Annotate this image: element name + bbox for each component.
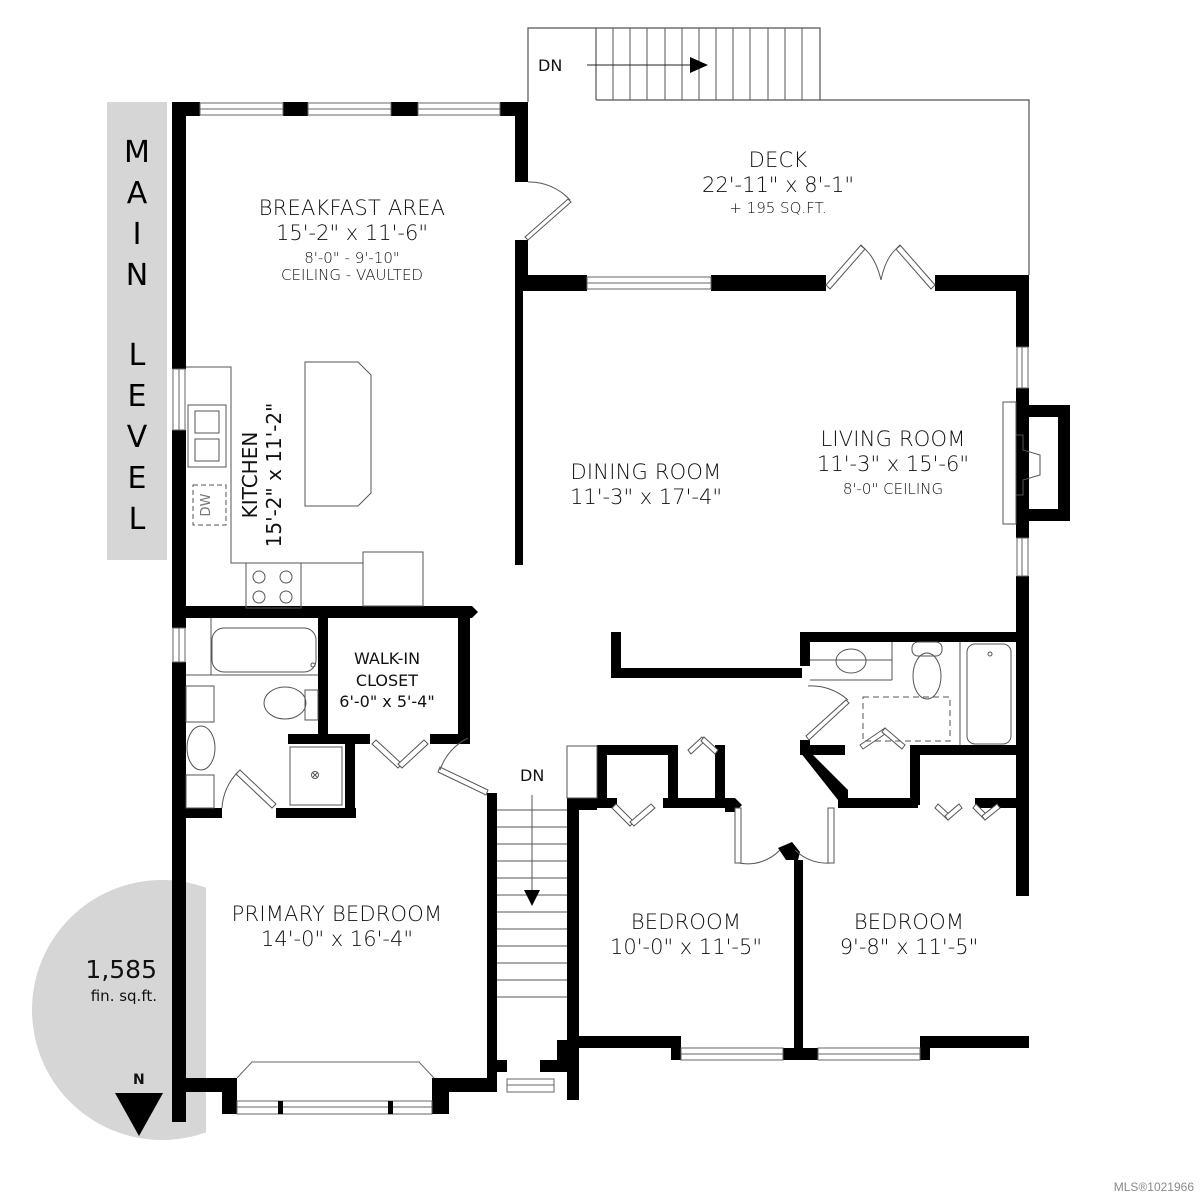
level-letter: M [124,135,150,170]
room-ceiling-type: CEILING - VAULTED [281,266,423,285]
mls-watermark: MLS®1021966 [1113,1180,1194,1194]
room-dims: 11'-3" x 17'-4" [570,484,722,509]
shower-drain-icon [311,771,319,779]
deck-outline [527,27,1030,275]
room-name: DINING ROOM [570,460,722,484]
room-dims: 22'-11" x 8'-1" [702,172,854,197]
room-breakfast-area: BREAKFAST AREA 15'-2" x 11'-6" 8'-0" - 9… [259,196,446,285]
north-label: N [133,1072,145,1088]
bay-window-seat [236,1061,435,1079]
room-dims: 10'-0" x 11'-5" [610,934,762,959]
room-primary-bedroom: PRIMARY BEDROOM 14'-0" x 16'-4" [232,902,443,952]
room-walkin-closet: WALK-IN CLOSET 6'-0" x 5'-4" [339,648,434,713]
room-name: PRIMARY BEDROOM [231,902,443,926]
level-letter: I [132,217,142,252]
north-arrow-icon [115,1093,163,1136]
level-letter: N [125,258,149,293]
finished-sqft-value: 1,585 [85,955,157,984]
room-dims: 15'-2" x 11'-2" [262,402,286,548]
level-letter: E [127,379,147,414]
room-dims: 6'-0" x 5'-4" [339,692,435,712]
interior-stairs [497,795,567,998]
room-dims: 15'-2" x 11'-6" [276,220,428,245]
room-living: LIVING ROOM 11'-3" x 15'-6" 8'-0" CEILIN… [817,427,969,498]
level-letter: L [128,338,146,373]
kitchen-fixtures [185,361,1041,809]
room-name: LIVING ROOM [820,427,966,451]
interior-stair-arrow-icon [524,890,540,906]
room-kitchen: KITCHEN 15'-2" x 11'-2" [238,403,286,548]
level-letter: A [126,176,148,211]
room-name: DECK [748,148,808,172]
windows [172,102,1029,1115]
room-name: BEDROOM [630,910,742,934]
room-dims: 14'-0" x 16'-4" [261,926,413,951]
room-area-extra: + 195 SQ.FT. [729,198,827,217]
room-name: KITCHEN [238,431,262,519]
deck-stairs-down-label: DN [538,56,563,75]
room-name: BEDROOM [853,910,965,934]
deck-stair-arrow-icon [690,57,708,73]
walls [172,102,1070,1122]
room-ceiling-height: 8'-0" - 9'-10" [304,248,400,267]
level-letter: E [127,461,147,496]
finished-sqft-unit: fin. sq.ft. [90,987,157,1005]
room-deck: DECK 22'-11" x 8'-1" + 195 SQ.FT. [702,148,854,217]
level-letter: V [126,420,148,455]
room-dims: 11'-3" x 15'-6" [817,451,969,476]
room-name-line1: WALK-IN [353,649,421,668]
level-letter: L [128,502,146,537]
window-mullions [278,1101,393,1114]
level-band [107,102,167,560]
room-ceiling: 8'-0" CEILING [842,479,944,498]
interior-stairs-down-label: DN [520,766,545,785]
room-dims: 9'-8" x 11'-5" [839,934,979,959]
room-dining: DINING ROOM 11'-3" x 17'-4" [570,460,722,510]
room-name-line2: CLOSET [355,670,419,690]
room-bedroom-2: BEDROOM 10'-0" x 11'-5" [610,910,762,960]
room-bedroom-3: BEDROOM 9'-8" x 11'-5" [840,910,979,960]
room-name: BREAKFAST AREA [258,196,446,220]
dishwasher-label: DW [199,493,214,516]
doors [221,181,1001,865]
